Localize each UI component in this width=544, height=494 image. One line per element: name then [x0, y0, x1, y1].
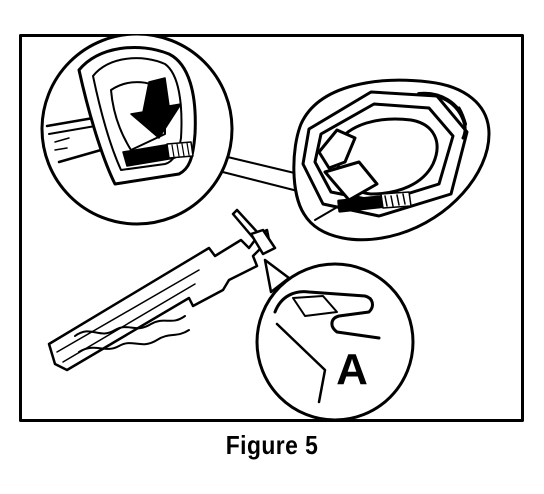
callout-label-a: A: [336, 345, 368, 394]
arrow-down-icon: [130, 77, 182, 139]
key-head: [292, 78, 491, 242]
zoom-detail-circle: [40, 34, 234, 226]
key-blade: [47, 208, 277, 372]
figure-illustration: A: [19, 34, 524, 422]
callout-circle-a: [255, 258, 415, 422]
figure-border: [19, 34, 524, 422]
figure-caption: Figure 5: [225, 430, 319, 460]
